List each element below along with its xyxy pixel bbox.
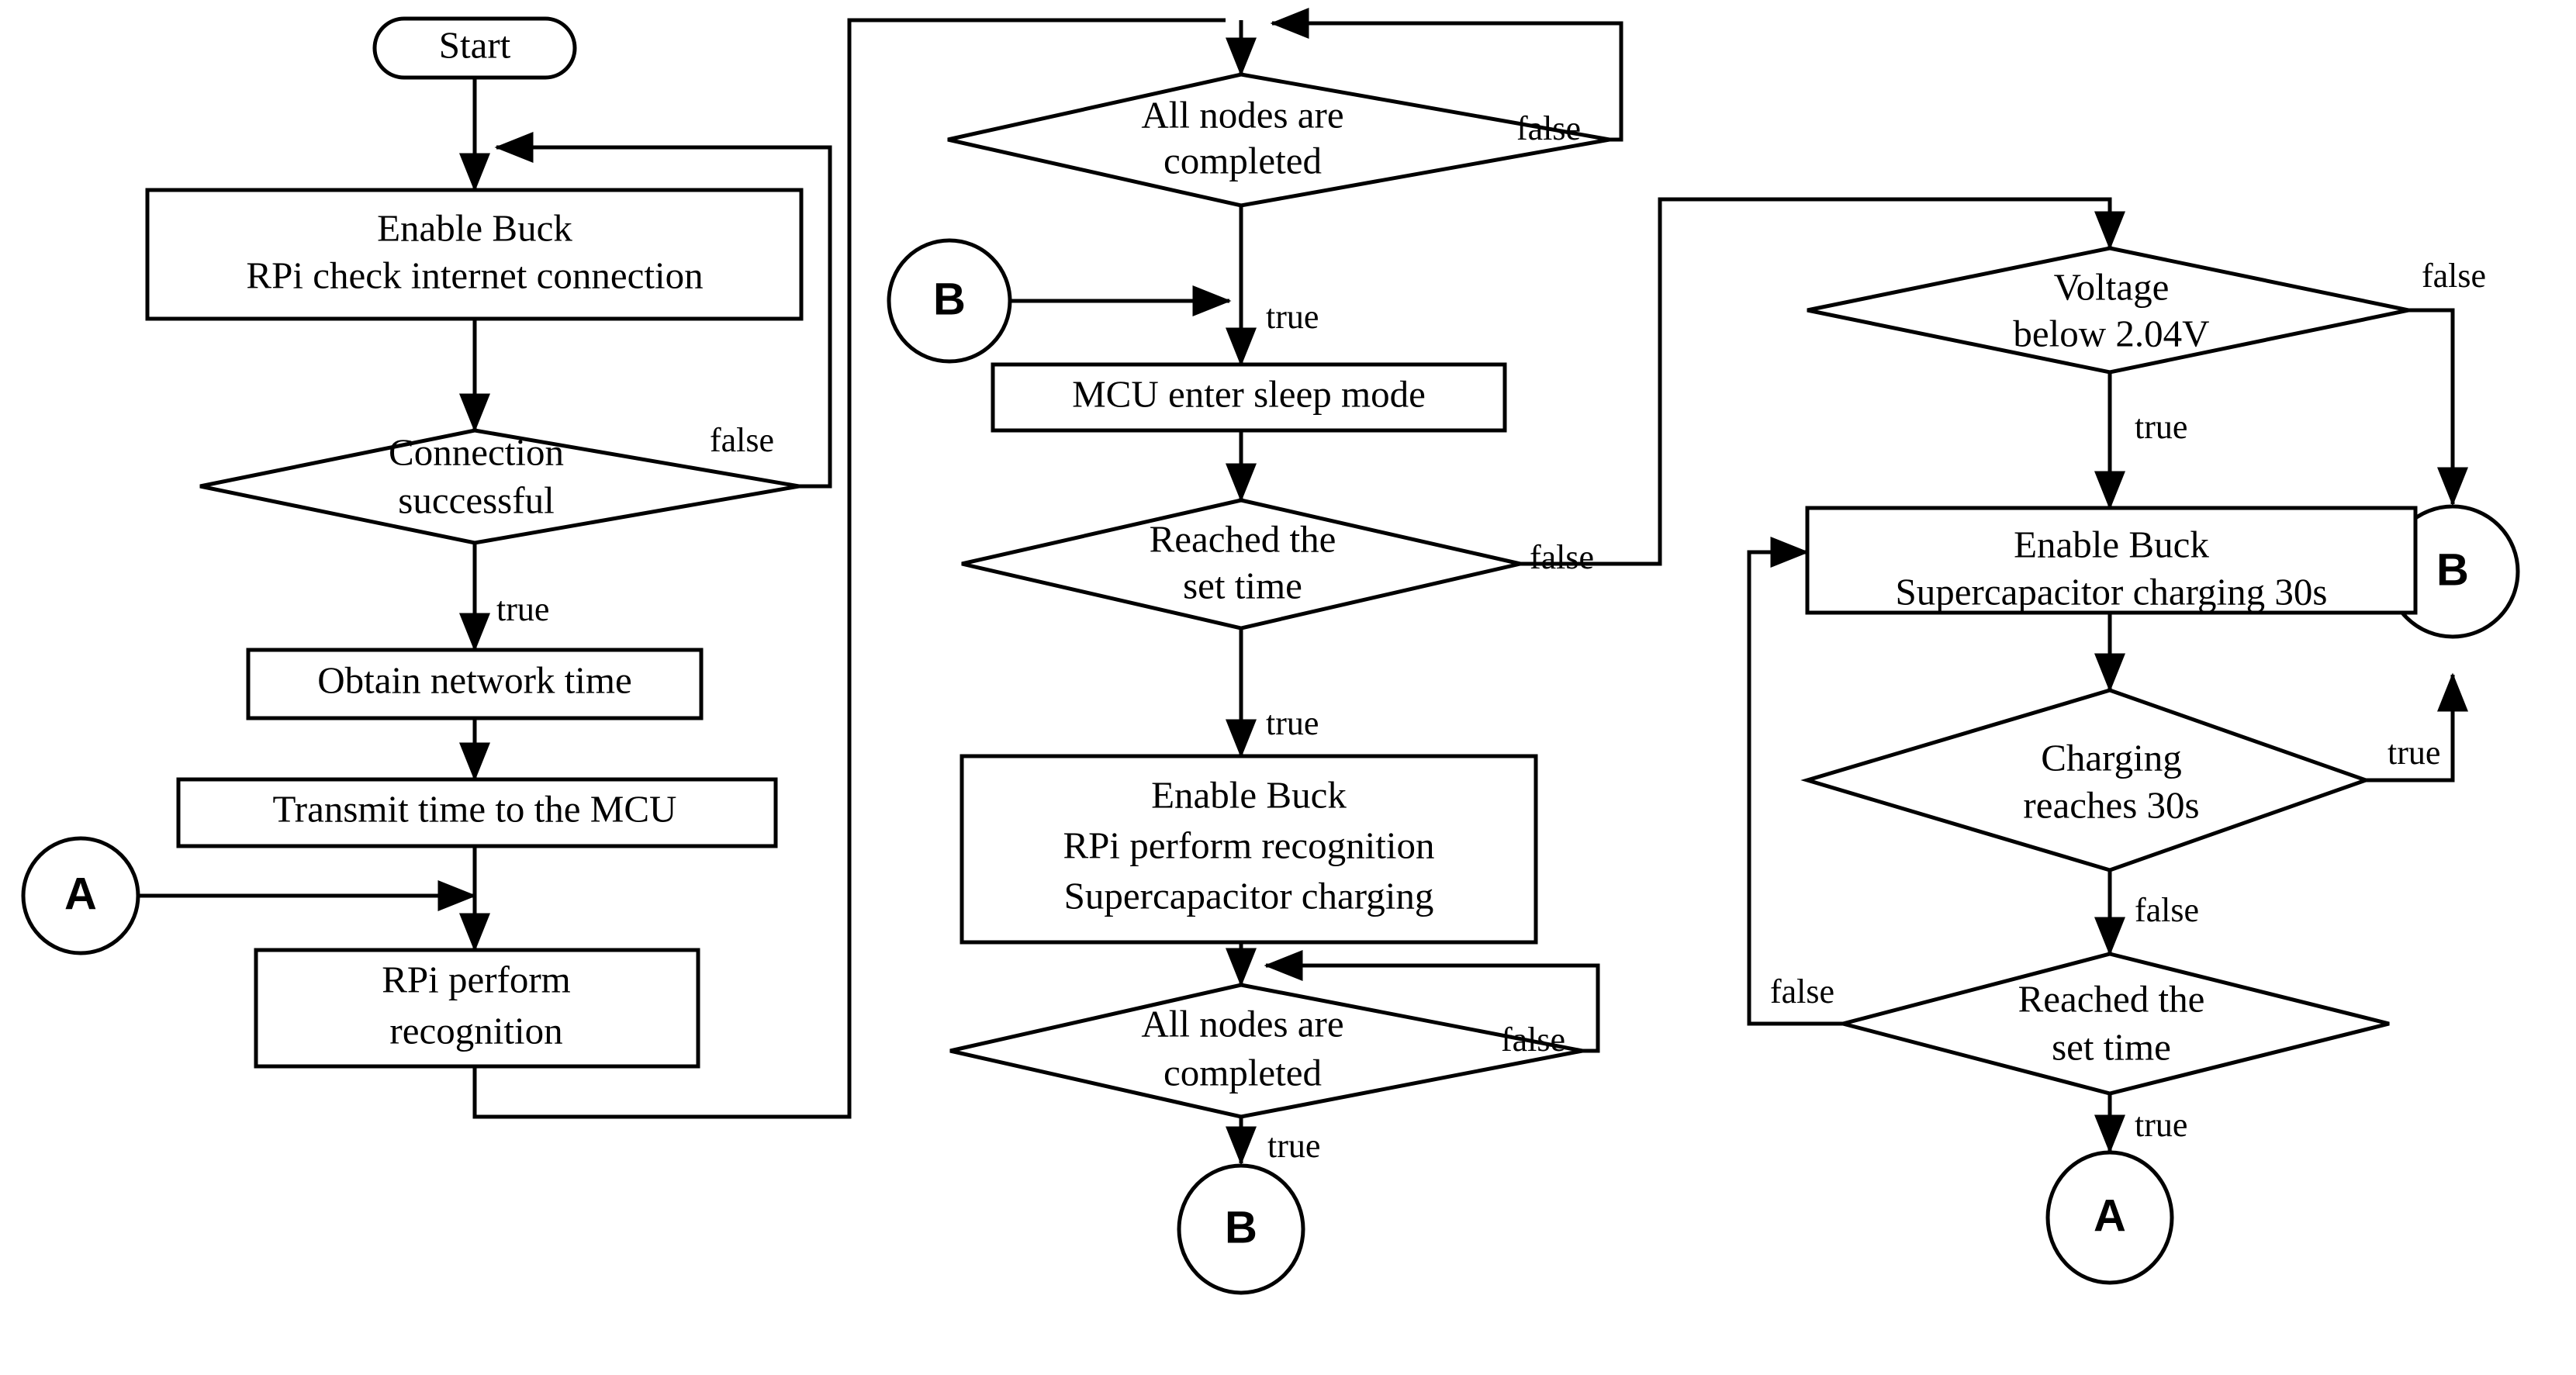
transmit-time-shape — [176, 777, 778, 848]
connector-b-mid[interactable]: B — [887, 238, 1012, 364]
charging-reaches-30s-line2: reaches 30s — [2023, 783, 2199, 826]
node-enable-buck-check[interactable]: Enable Buck RPi check internet connectio… — [145, 188, 804, 321]
label-voltage-false: false — [2422, 257, 2486, 295]
connector-b-right[interactable]: B — [2385, 504, 2520, 639]
connector-a-right-shape — [2045, 1150, 2174, 1285]
node-transmit-time[interactable]: Transmit time to the MCU — [176, 777, 778, 848]
voltage-below-shape — [1807, 246, 2409, 375]
mcu-sleep-shape — [991, 362, 1507, 433]
connector-a-left-label: A — [64, 869, 97, 919]
node-connection-successful[interactable]: Connection successful — [199, 428, 800, 545]
edges-left-column — [84, 18, 1226, 1119]
edges-middle-column — [1010, 7, 2125, 1166]
node-charging-reaches-30s[interactable]: Charging reaches 30s — [1800, 688, 2372, 872]
connection-successful-line2: successful — [398, 478, 554, 521]
label-all-nodes-bottom-false: false — [1501, 1021, 1565, 1059]
reached-set-time-right-shape — [1835, 952, 2390, 1096]
all-nodes-completed-top-shape — [947, 72, 1610, 208]
enable-buck-supercap-line2: Supercapacitor charging 30s — [1896, 570, 2328, 613]
connector-b-bottom[interactable]: B — [1177, 1163, 1305, 1295]
edge-charging-true-to-b — [2366, 672, 2468, 783]
node-all-nodes-completed-top[interactable]: All nodes are completed — [947, 72, 1610, 208]
enable-buck-check-shape — [145, 188, 804, 321]
rpi-perform-recognition-line1: RPi perform — [382, 958, 571, 1000]
node-voltage-below[interactable]: Voltage below 2.04V — [1807, 246, 2409, 375]
edge-all-nodes-top-false-loop — [1270, 7, 1623, 142]
charging-reaches-30s-shape — [1800, 688, 2372, 872]
reached-set-time-right-line2: set time — [2052, 1025, 2171, 1068]
enable-buck-recognition-line1: Enable Buck — [1151, 773, 1347, 816]
label-reached-time-mid-true: true — [1266, 704, 1319, 742]
all-nodes-completed-top-line2: completed — [1164, 139, 1322, 181]
edge-voltage-false-to-b — [2408, 308, 2468, 506]
connector-b-bottom-label: B — [1225, 1202, 1257, 1252]
obtain-network-time-shape — [246, 648, 704, 720]
connection-successful-line1: Connection — [389, 430, 564, 473]
node-enable-buck-supercap[interactable]: Enable Buck Supercapacitor charging 30s — [1805, 506, 2418, 615]
all-nodes-completed-bottom-shape — [949, 983, 1583, 1119]
enable-buck-recognition-line3: Supercapacitor charging — [1064, 874, 1434, 917]
node-rpi-perform-recognition[interactable]: RPi perform recognition — [254, 948, 700, 1069]
edge-reached-time-false-to-voltage — [1520, 197, 2125, 566]
enable-buck-recognition-line2: RPi perform recognition — [1063, 824, 1434, 866]
all-nodes-completed-bottom-line2: completed — [1164, 1051, 1322, 1093]
reached-set-time-mid-line1: Reached the — [1150, 517, 1336, 560]
enable-buck-supercap-line1: Enable Buck — [2014, 523, 2209, 565]
start-label: Start — [439, 23, 511, 66]
edges-right-column — [1747, 308, 2468, 1154]
voltage-below-line2: below 2.04V — [2013, 312, 2209, 354]
label-reached-time-mid-false: false — [1530, 538, 1594, 576]
node-reached-set-time-right[interactable]: Reached the set time — [1835, 952, 2390, 1096]
connection-successful-shape — [199, 428, 800, 545]
connector-a-right-label: A — [2094, 1190, 2126, 1241]
reached-set-time-mid-line2: set time — [1183, 564, 1302, 606]
all-nodes-completed-bottom-line1: All nodes are — [1141, 1002, 1343, 1045]
node-enable-buck-recognition[interactable]: Enable Buck RPi perform recognition Supe… — [960, 754, 1538, 945]
node-start[interactable]: Start — [372, 16, 577, 80]
label-reached-time-right-false: false — [1770, 973, 1834, 1011]
connector-b-bottom-shape — [1177, 1163, 1305, 1295]
label-connection-true: true — [496, 590, 549, 628]
voltage-below-line1: Voltage — [2054, 265, 2170, 308]
connector-b-right-label: B — [2436, 544, 2469, 595]
reached-set-time-right-line1: Reached the — [2018, 977, 2205, 1020]
label-reached-time-right-true: true — [2135, 1106, 2187, 1144]
node-all-nodes-completed-bottom[interactable]: All nodes are completed — [949, 983, 1583, 1119]
transmit-time-label: Transmit time to the MCU — [273, 787, 677, 830]
edge-recognition-to-middle-column — [472, 18, 1226, 1119]
start-shape — [372, 16, 577, 80]
mcu-sleep-label: MCU enter sleep mode — [1072, 372, 1426, 415]
label-charging-true: true — [2388, 734, 2440, 772]
all-nodes-completed-top-line1: All nodes are — [1141, 93, 1343, 136]
enable-buck-check-line1: Enable Buck — [377, 206, 572, 249]
label-connection-false: false — [710, 421, 774, 459]
enable-buck-check-line2: RPi check internet connection — [246, 254, 703, 296]
connector-a-left[interactable]: A — [21, 836, 140, 955]
edge-reached-time-right-false-loop — [1747, 537, 1843, 1026]
label-all-nodes-bottom-true: true — [1267, 1127, 1320, 1165]
connector-b-mid-shape — [887, 238, 1012, 364]
enable-buck-recognition-shape — [960, 754, 1538, 945]
rpi-perform-recognition-line2: recognition — [389, 1009, 562, 1052]
reached-set-time-mid-shape — [961, 498, 1521, 630]
node-obtain-network-time[interactable]: Obtain network time — [246, 648, 704, 720]
enable-buck-supercap-shape — [1805, 506, 2418, 615]
node-reached-set-time-mid[interactable]: Reached the set time — [961, 498, 1521, 630]
node-mcu-sleep[interactable]: MCU enter sleep mode — [991, 362, 1507, 433]
connector-a-left-shape — [21, 836, 140, 955]
rpi-perform-recognition-shape — [254, 948, 700, 1069]
charging-reaches-30s-line1: Charging — [2041, 736, 2181, 779]
connector-a-right[interactable]: A — [2045, 1150, 2174, 1285]
edge-all-nodes-bottom-false-loop — [1264, 950, 1600, 1053]
label-all-nodes-top-true: true — [1266, 298, 1319, 336]
label-voltage-true: true — [2135, 408, 2187, 446]
label-charging-false: false — [2135, 891, 2199, 929]
label-all-nodes-top-false: false — [1516, 109, 1581, 147]
obtain-network-time-label: Obtain network time — [317, 658, 632, 701]
edge-connection-false-loop — [494, 132, 832, 489]
connector-b-mid-label: B — [933, 274, 966, 324]
